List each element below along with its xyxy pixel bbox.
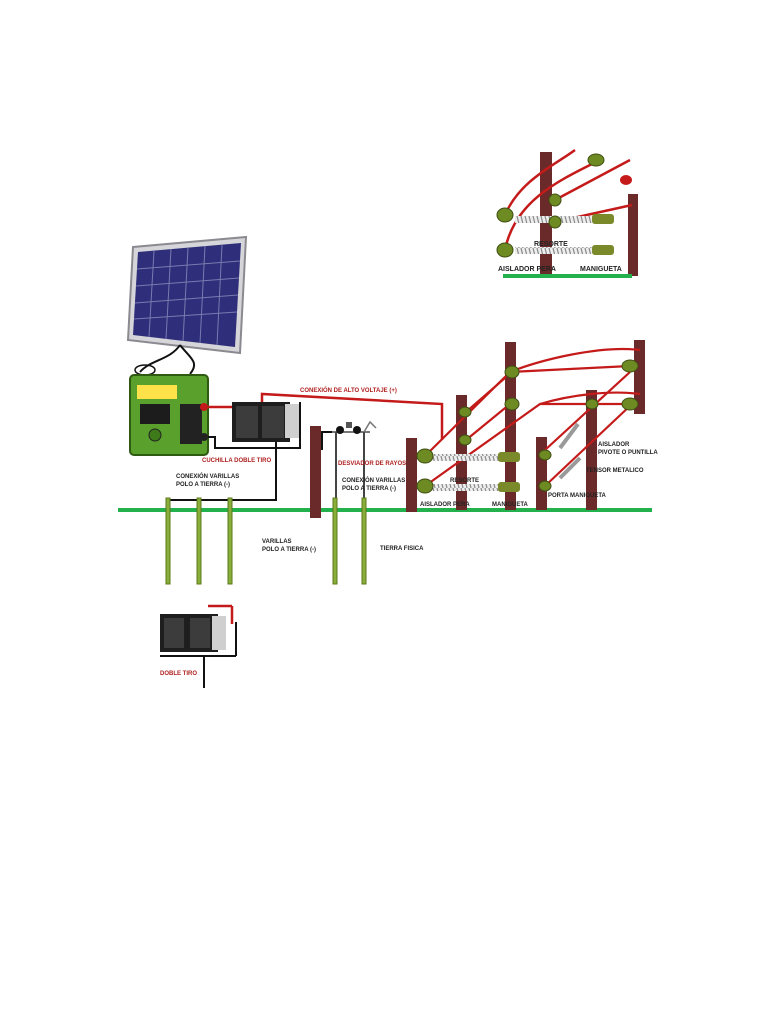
- inset-post-left: [540, 152, 552, 276]
- label-varillas: VARILLAS: [262, 539, 292, 545]
- label-tensor: TENSOR METALICO: [586, 468, 644, 474]
- tensor-bottom: [558, 456, 582, 480]
- label-bottom-cuchilla: DOBLE TIRO: [160, 671, 197, 677]
- label-cuchilla: CUCHILLA DOBLE TIRO: [202, 458, 271, 464]
- label-desviador: DESVIADOR DE RAYOS: [338, 461, 406, 467]
- label-aislador-pivote-2: PIVOTE O PUNTILLA: [598, 450, 658, 456]
- label-porta-manigueta: PORTA MANIGUETA: [548, 493, 607, 499]
- inset-insulator-bottom: [496, 242, 514, 258]
- label-manigueta: MANIGUETA: [492, 502, 529, 508]
- label-tierra-fisica: TIERRA FISICA: [380, 546, 424, 552]
- handle-bottom: [498, 482, 520, 492]
- inset-handle-top: [592, 214, 614, 224]
- label-polo-tierra-2: POLO A TIERRA (-): [342, 486, 396, 492]
- hot-wire: [260, 392, 444, 440]
- double-throw-switch-icon: [232, 402, 299, 442]
- energizer-icon: [129, 374, 209, 456]
- inset-label-manigueta: MANIGUETA: [580, 266, 622, 273]
- inset-insulator-top: [496, 207, 514, 223]
- inset-post-right: [628, 194, 638, 276]
- label-conexion-varillas-2: CONEXIÓN VARILLAS: [342, 476, 405, 484]
- inset-label-aislador-pera: AISLADOR PERA: [498, 266, 556, 273]
- inset-handle-bottom: [592, 245, 614, 255]
- insulators: [416, 359, 639, 494]
- label-aislador-pera: AISLADOR PERA: [420, 502, 470, 508]
- tensor-top: [558, 422, 580, 450]
- lightning-diverter-icon: [332, 420, 377, 510]
- handle-top: [498, 452, 520, 462]
- spring-top: [428, 454, 500, 461]
- label-aislador-pivote-1: AISLADOR: [598, 442, 630, 448]
- inset-detail: RESORTE AISLADOR PERA MANIGUETA: [496, 148, 638, 278]
- ground-rods: [165, 497, 367, 585]
- label-polo-tierra-1: POLO A TIERRA (-): [176, 482, 230, 488]
- inset-label-resorte: RESORTE: [534, 241, 568, 248]
- spring-bottom: [428, 484, 500, 491]
- switch-inset: [160, 604, 237, 688]
- inset-spring-bottom: [515, 247, 600, 254]
- label-resorte: RESORTE: [450, 478, 479, 484]
- label-conexion-varillas-1: CONEXIÓN VARILLAS: [176, 472, 239, 480]
- solar-panel-icon: [126, 235, 248, 376]
- label-polo-tierra-3: POLO A TIERRA (-): [262, 547, 316, 553]
- label-alto-voltaje: CONEXIÓN DE ALTO VOLTAJE (+): [300, 386, 397, 394]
